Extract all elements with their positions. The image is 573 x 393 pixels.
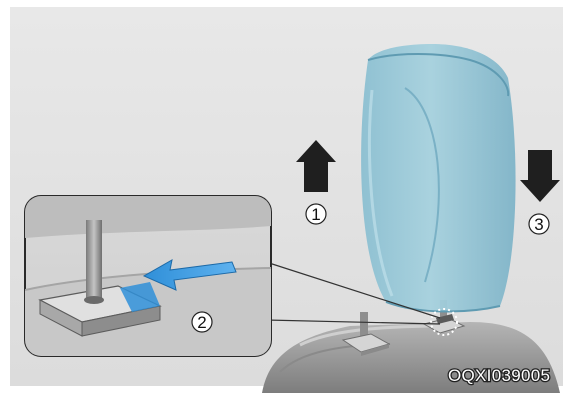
step-1-number: 1 (311, 205, 320, 224)
inset-detail-view (25, 196, 271, 356)
image-code-label: OQXI039005 (448, 366, 550, 385)
step-2-number: 2 (197, 313, 206, 332)
step-3-callout: 3 (529, 214, 549, 234)
headrest (361, 44, 515, 312)
step-2-callout: 2 (192, 312, 212, 332)
step-1-callout: 1 (306, 204, 326, 224)
step-3-number: 3 (534, 215, 543, 234)
